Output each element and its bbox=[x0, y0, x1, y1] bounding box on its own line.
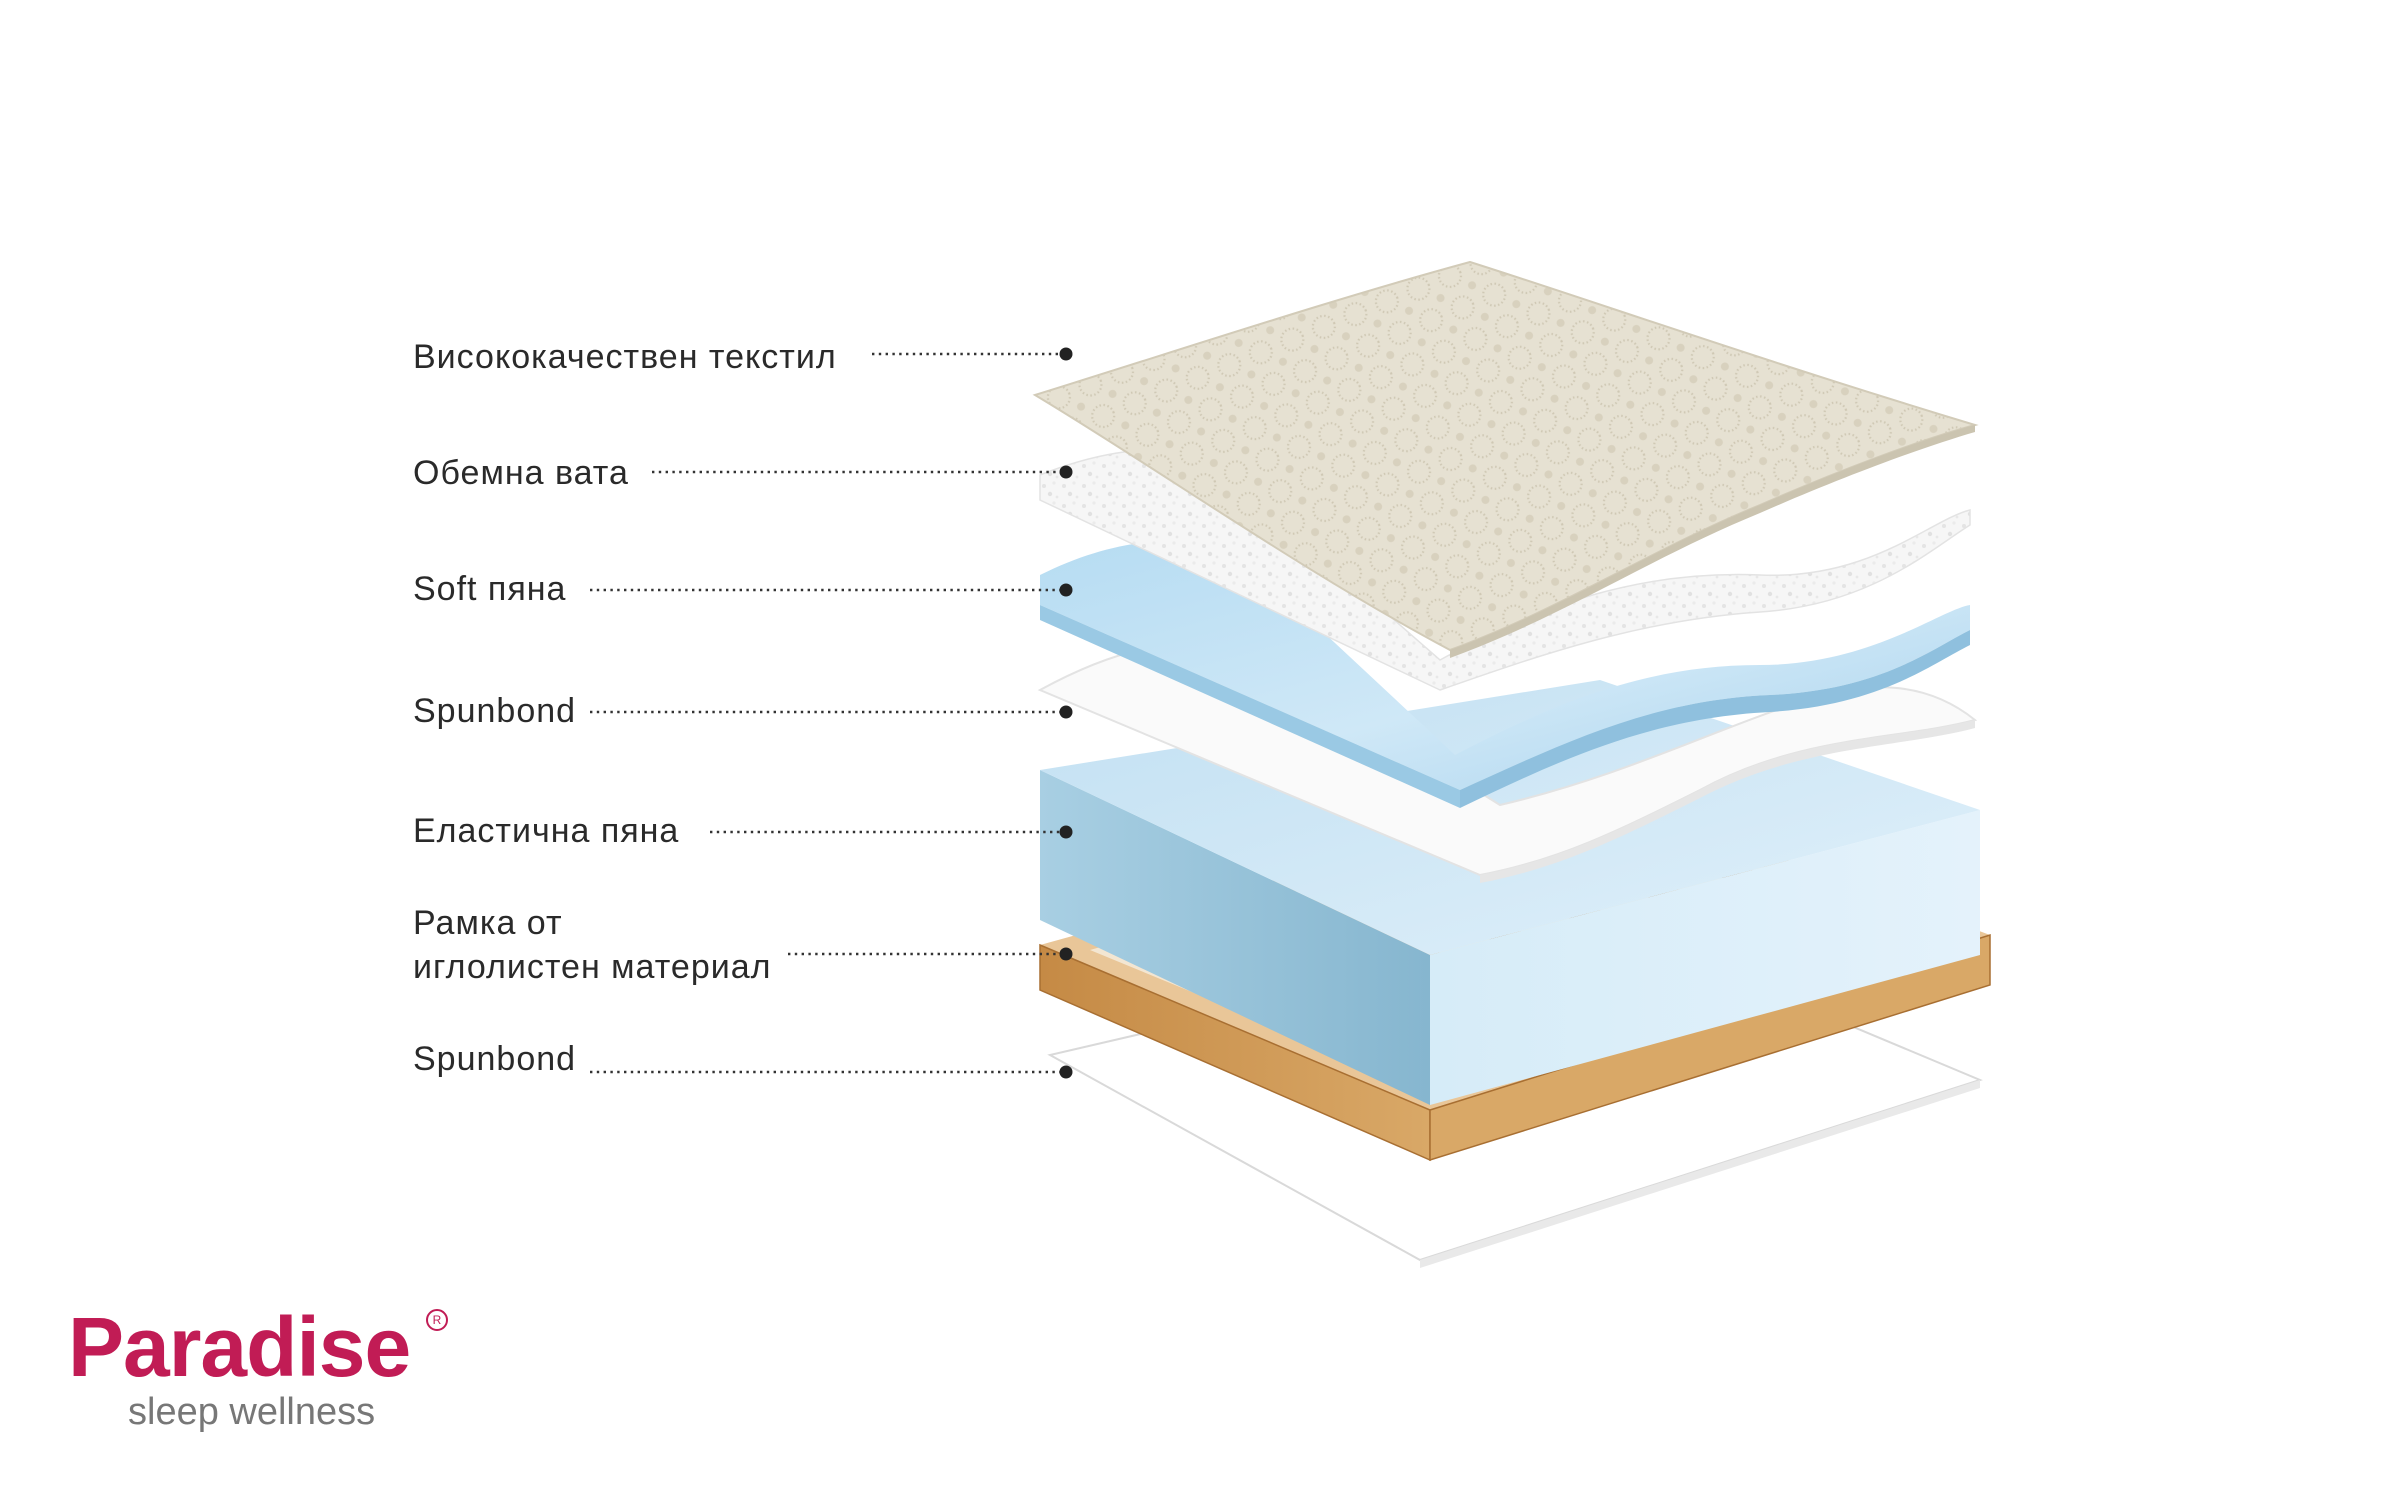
label-wadding: Обемна вата bbox=[413, 454, 1073, 492]
registered-mark: R bbox=[426, 1309, 448, 1331]
leader-dot bbox=[1059, 825, 1073, 839]
label-spunbond-top-text: Spunbond bbox=[413, 692, 576, 730]
brand-tagline: sleep wellness bbox=[128, 1391, 376, 1433]
leader-dot bbox=[1059, 705, 1073, 719]
label-soft-foam: Soft пяна bbox=[413, 570, 1073, 608]
textile-top-layer bbox=[1032, 260, 1979, 658]
leader-dot bbox=[1059, 1065, 1073, 1079]
label-spunbond-bottom: Spunbond bbox=[413, 1040, 1073, 1079]
label-spunbond-bottom-text: Spunbond bbox=[413, 1040, 576, 1078]
brand-logo: Paradise R sleep wellness bbox=[68, 1305, 488, 1434]
label-spunbond-top: Spunbond bbox=[413, 692, 1073, 730]
label-pine-frame: Рамка от иглолистен материал bbox=[413, 904, 1073, 986]
label-textile: Висококачествен текстил bbox=[413, 338, 1073, 376]
wadding-layer bbox=[1039, 447, 1971, 691]
leader-dot bbox=[1059, 465, 1073, 479]
label-elastic-foam-text: Еластична пяна bbox=[413, 812, 679, 850]
label-soft-foam-text: Soft пяна bbox=[413, 570, 566, 608]
label-textile-text: Висококачествен текстил bbox=[413, 338, 837, 376]
leader-dot bbox=[1059, 583, 1073, 597]
label-pine-frame-line2: иглолистен материал bbox=[413, 948, 771, 986]
label-wadding-text: Обемна вата bbox=[413, 454, 629, 492]
brand-name: Paradise bbox=[68, 1300, 411, 1394]
leader-dot bbox=[1059, 347, 1073, 361]
label-pine-frame-line1: Рамка от bbox=[413, 904, 563, 942]
leader-dot bbox=[1059, 947, 1073, 961]
label-elastic-foam: Еластична пяна bbox=[413, 812, 1073, 850]
